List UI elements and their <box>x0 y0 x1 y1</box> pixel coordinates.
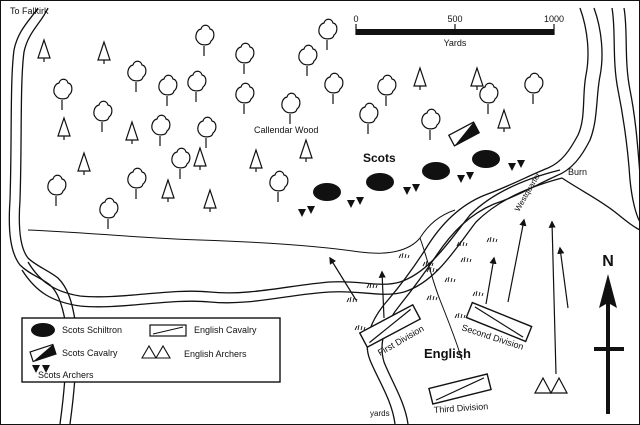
english-second-division <box>465 301 533 343</box>
scale-bar: 0 500 1000 Yards <box>353 14 564 48</box>
schiltron-3 <box>422 162 450 180</box>
scots-archers <box>298 160 525 217</box>
movement-arrows <box>329 218 569 375</box>
westquarter-burn <box>366 7 640 425</box>
legend-english-cavalry-symbol <box>149 324 187 337</box>
road-south <box>21 169 563 308</box>
english-archers <box>534 376 568 394</box>
scots-schiltrons <box>313 150 500 201</box>
scots-cavalry <box>447 121 481 147</box>
road-east <box>611 7 640 223</box>
english-first-division <box>358 303 422 349</box>
english-third-division <box>428 373 492 405</box>
legend: Scots Schiltron Scots Cavalry Scots Arch… <box>21 317 281 383</box>
north-arrow: N <box>594 253 624 414</box>
scale-tick-500: 500 <box>447 14 462 24</box>
scale-tick-0: 0 <box>353 14 358 24</box>
legend-english-archers: English Archers <box>184 349 247 359</box>
scale-unit: Yards <box>444 38 467 48</box>
legend-scots-cavalry-symbol <box>29 343 57 363</box>
legend-scots-cavalry: Scots Cavalry <box>62 348 118 358</box>
legend-english-cavalry: English Cavalry <box>194 325 257 335</box>
legend-scots-schiltron: Scots Schiltron <box>62 325 122 335</box>
label-english: English <box>424 346 471 361</box>
scale-tick-1000: 1000 <box>544 14 564 24</box>
label-to-falkirk: To Falkirk <box>10 6 49 16</box>
legend-scots-archers-symbol <box>32 365 50 373</box>
schiltron-2 <box>366 173 394 191</box>
north-label: N <box>602 253 614 270</box>
label-callendar-wood: Callendar Wood <box>254 125 318 135</box>
label-scots: Scots <box>363 151 396 165</box>
legend-schiltron-symbol <box>31 323 55 337</box>
legend-english-archers-symbol <box>141 344 171 359</box>
schiltron-4 <box>472 150 500 168</box>
label-burn: Burn <box>568 167 587 177</box>
schiltron-1 <box>313 183 341 201</box>
label-yards-bottom: yards <box>370 409 390 418</box>
label-third-division: Third Division <box>433 401 488 415</box>
wood-boundary <box>27 209 456 254</box>
field-boundary <box>419 237 463 361</box>
legend-scots-archers: Scots Archers <box>38 370 94 380</box>
